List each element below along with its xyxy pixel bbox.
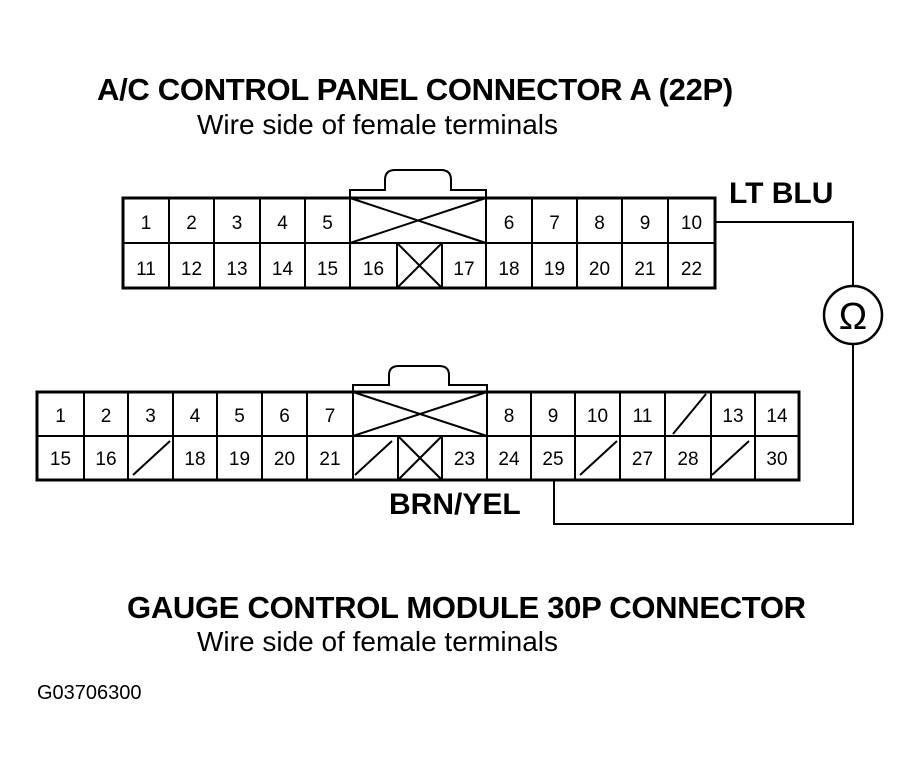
connector-b-unused-slash bbox=[672, 393, 707, 435]
terminal-16: 16 bbox=[363, 259, 384, 280]
terminal-10: 10 bbox=[681, 213, 702, 234]
terminal-23: 23 bbox=[454, 449, 475, 470]
terminal-7: 7 bbox=[549, 213, 560, 234]
terminal-13: 13 bbox=[722, 406, 743, 427]
connector-b-unused-slash bbox=[132, 440, 171, 476]
terminal-5: 5 bbox=[234, 406, 245, 427]
ohmmeter-circuit bbox=[553, 221, 884, 525]
terminal-27: 27 bbox=[632, 449, 653, 470]
terminal-19: 19 bbox=[229, 449, 250, 470]
connector-b-title: GAUGE CONTROL MODULE 30P CONNECTOR bbox=[127, 590, 806, 625]
terminal-19: 19 bbox=[544, 259, 565, 280]
lt-blu-wire-label: LT BLU bbox=[729, 177, 834, 210]
ohm-symbol: Ω bbox=[839, 296, 867, 338]
terminal-7: 7 bbox=[325, 406, 336, 427]
terminal-1: 1 bbox=[141, 213, 152, 234]
terminal-1: 1 bbox=[55, 406, 66, 427]
connector-a-subtitle: Wire side of female terminals bbox=[197, 109, 559, 140]
connector-a-lock-tab bbox=[349, 169, 487, 198]
connector-a-blank-cross bbox=[396, 242, 443, 289]
terminal-20: 20 bbox=[589, 259, 610, 280]
terminal-6: 6 bbox=[279, 406, 290, 427]
terminal-8: 8 bbox=[504, 406, 515, 427]
connector-a bbox=[121, 169, 717, 290]
terminal-18: 18 bbox=[498, 259, 519, 280]
connector-b-unused-slash bbox=[579, 440, 618, 476]
brn-yel-test-lead bbox=[553, 344, 854, 525]
connector-a-blank-cross bbox=[349, 197, 487, 244]
terminal-17: 17 bbox=[453, 259, 474, 280]
terminal-8: 8 bbox=[594, 213, 605, 234]
terminal-10: 10 bbox=[587, 406, 608, 427]
terminal-3: 3 bbox=[232, 213, 243, 234]
terminal-5: 5 bbox=[322, 213, 333, 234]
connector-b-blank-cross bbox=[352, 391, 488, 437]
terminal-9: 9 bbox=[640, 213, 651, 234]
terminal-14: 14 bbox=[766, 406, 788, 427]
terminal-24: 24 bbox=[498, 449, 520, 470]
terminal-21: 21 bbox=[319, 449, 340, 470]
terminal-11: 11 bbox=[633, 406, 653, 427]
terminal-21: 21 bbox=[634, 259, 655, 280]
terminal-30: 30 bbox=[766, 449, 787, 470]
connector-b-blank-cross bbox=[397, 435, 443, 481]
terminal-22: 22 bbox=[681, 259, 702, 280]
figure-code: G03706300 bbox=[37, 682, 142, 704]
terminal-11: 11 bbox=[136, 259, 156, 280]
terminal-2: 2 bbox=[186, 213, 197, 234]
connector-b-unused-slash bbox=[711, 440, 750, 476]
terminal-2: 2 bbox=[101, 406, 112, 427]
brn-yel-wire-label: BRN/YEL bbox=[389, 488, 521, 521]
terminal-15: 15 bbox=[50, 449, 71, 470]
terminal-15: 15 bbox=[317, 259, 338, 280]
lt-blu-test-lead bbox=[715, 221, 854, 286]
terminal-9: 9 bbox=[548, 406, 559, 427]
terminal-18: 18 bbox=[184, 449, 205, 470]
connector-a-title: A/C CONTROL PANEL CONNECTOR A (22P) bbox=[97, 72, 733, 107]
terminal-6: 6 bbox=[504, 213, 515, 234]
terminal-16: 16 bbox=[95, 449, 116, 470]
terminal-25: 25 bbox=[542, 449, 563, 470]
terminal-4: 4 bbox=[190, 406, 201, 427]
terminal-28: 28 bbox=[677, 449, 698, 470]
connector-b bbox=[35, 365, 801, 482]
terminal-14: 14 bbox=[272, 259, 294, 280]
terminal-4: 4 bbox=[277, 213, 288, 234]
terminal-12: 12 bbox=[181, 259, 202, 280]
connector-b-unused-slash bbox=[354, 440, 393, 476]
connector-b-subtitle: Wire side of female terminals bbox=[197, 626, 559, 657]
terminal-3: 3 bbox=[145, 406, 156, 427]
connector-b-lock-tab bbox=[352, 365, 488, 392]
terminal-20: 20 bbox=[274, 449, 295, 470]
terminal-13: 13 bbox=[226, 259, 247, 280]
